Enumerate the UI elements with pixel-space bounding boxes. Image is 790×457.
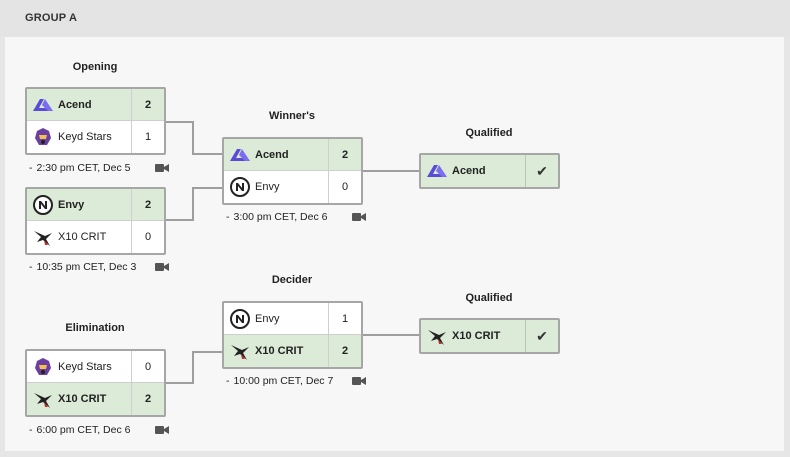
team-score: 0 (328, 171, 361, 203)
envy-logo-icon (32, 194, 54, 216)
connector-line (165, 382, 193, 384)
match-opening-2[interactable]: Envy 2 X10 CRIT 0 (25, 187, 166, 255)
x10-crit-logo-icon (229, 340, 251, 362)
envy-logo-icon (229, 176, 251, 198)
team-score: 2 (131, 89, 164, 120)
keyd-stars-logo-icon (32, 356, 54, 378)
bracket-panel: Opening Winner's Qualified Elimination D… (5, 37, 784, 451)
connector-line (192, 187, 194, 221)
team-score: 1 (131, 121, 164, 153)
round-title-qualified-bottom: Qualified (465, 292, 513, 304)
team-row[interactable]: Acend 2 (224, 139, 361, 171)
team-row[interactable]: X10 CRIT 2 (224, 335, 361, 367)
match-elimination[interactable]: Keyd Stars 0 X10 CRIT 2 (25, 349, 166, 417)
round-title-decider: Decider (271, 274, 313, 286)
time-dash: - (29, 261, 33, 273)
x10-crit-logo-icon (32, 388, 54, 410)
round-title-winners: Winner's (269, 110, 315, 122)
keyd-stars-logo-icon (32, 126, 54, 148)
team-name: Envy (255, 181, 280, 193)
connector-line (165, 219, 193, 221)
team-name: Keyd Stars (58, 360, 112, 373)
team-row[interactable]: Envy 1 (224, 303, 361, 335)
connector-line (362, 170, 419, 172)
team-name: Acend (58, 98, 92, 111)
team-score: 2 (328, 139, 361, 170)
team-row[interactable]: X10 CRIT 2 (27, 383, 164, 415)
connector-line (192, 187, 222, 189)
connector-line (192, 351, 194, 384)
team-name: Acend (452, 165, 486, 177)
video-camera-icon[interactable] (154, 261, 170, 273)
team-name: X10 CRIT (58, 231, 107, 243)
match-time: 10:00 pm CET, Dec 7 (233, 375, 334, 387)
match-time-row: - 2:30 pm CET, Dec 5 (29, 160, 170, 176)
team-name: Envy (58, 198, 85, 211)
team-row[interactable]: Acend 2 (27, 89, 164, 121)
team-name: X10 CRIT (255, 345, 304, 357)
match-decider[interactable]: Envy 1 X10 CRIT 2 (222, 301, 363, 369)
acend-logo-icon (32, 94, 54, 116)
match-time: 2:30 pm CET, Dec 5 (36, 162, 131, 174)
time-dash: - (226, 375, 230, 387)
team-row[interactable]: Envy 2 (27, 189, 164, 221)
acend-logo-icon (229, 144, 251, 166)
time-dash: - (29, 162, 33, 174)
checkmark-icon: ✔ (525, 155, 558, 187)
time-dash: - (226, 211, 230, 223)
round-title-qualified-top: Qualified (465, 127, 513, 139)
video-camera-icon[interactable] (154, 424, 170, 436)
match-time: 6:00 pm CET, Dec 6 (36, 424, 131, 436)
team-score: 2 (131, 383, 164, 415)
match-opening-1[interactable]: Acend 2 Keyd Stars 1 (25, 87, 166, 155)
team-score: 0 (131, 351, 164, 382)
video-camera-icon[interactable] (154, 162, 170, 174)
team-name: Envy (255, 312, 280, 325)
team-name: X10 CRIT (58, 393, 107, 405)
match-time-row: - 10:35 pm CET, Dec 3 (29, 259, 170, 275)
team-name: Acend (255, 148, 289, 161)
x10-crit-logo-icon (426, 325, 448, 347)
group-title: GROUP A (25, 12, 78, 24)
video-camera-icon[interactable] (351, 211, 367, 223)
envy-logo-icon (229, 308, 251, 330)
connector-line (192, 121, 194, 154)
group-header: GROUP A (0, 0, 790, 37)
connector-line (362, 334, 419, 336)
team-name: Keyd Stars (58, 131, 112, 143)
team-row[interactable]: X10 CRIT 0 (27, 221, 164, 253)
team-score: 1 (328, 303, 361, 334)
team-score: 2 (328, 335, 361, 367)
team-row[interactable]: Envy 0 (224, 171, 361, 203)
connector-line (192, 153, 222, 155)
match-time: 10:35 pm CET, Dec 3 (36, 261, 137, 273)
match-time: 3:00 pm CET, Dec 6 (233, 211, 328, 223)
checkmark-icon: ✔ (525, 320, 558, 352)
match-winners[interactable]: Acend 2 Envy 0 (222, 137, 363, 205)
team-row[interactable]: Keyd Stars 1 (27, 121, 164, 153)
match-time-row: - 3:00 pm CET, Dec 6 (226, 209, 367, 225)
team-score: 0 (131, 221, 164, 253)
video-camera-icon[interactable] (351, 375, 367, 387)
match-time-row: - 6:00 pm CET, Dec 6 (29, 422, 170, 438)
time-dash: - (29, 424, 33, 436)
match-time-row: - 10:00 pm CET, Dec 7 (226, 373, 367, 389)
team-score: 2 (131, 189, 164, 220)
connector-line (192, 351, 222, 353)
round-title-opening: Opening (72, 61, 118, 73)
team-name: X10 CRIT (452, 330, 501, 342)
connector-line (165, 121, 193, 123)
qualified-team-top[interactable]: Acend ✔ (419, 153, 560, 189)
x10-crit-logo-icon (32, 226, 54, 248)
team-row[interactable]: Keyd Stars 0 (27, 351, 164, 383)
round-title-elimination: Elimination (65, 322, 125, 334)
qualified-team-bottom[interactable]: X10 CRIT ✔ (419, 318, 560, 354)
acend-logo-icon (426, 160, 448, 182)
